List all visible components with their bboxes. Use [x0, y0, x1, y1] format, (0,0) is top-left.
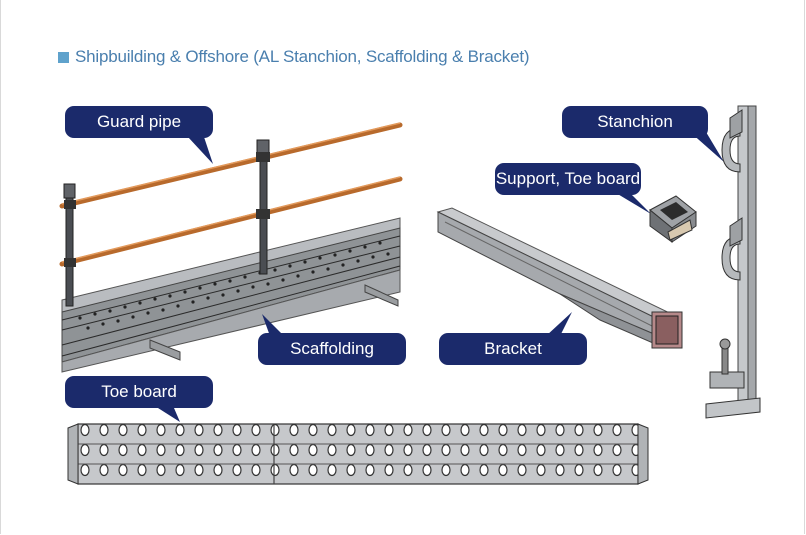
section-header: Shipbuilding & Offshore (AL Stanchion, S…	[58, 47, 530, 67]
toe-board-label: Toe board	[65, 376, 213, 408]
square-bullet-icon	[58, 51, 69, 63]
bracket-label: Bracket	[439, 333, 587, 365]
stanchion-image	[705, 105, 761, 419]
bracket-image	[436, 207, 683, 349]
support-toe-board-label: Support, Toe board	[495, 163, 641, 195]
scaffolding-assembly-image	[59, 122, 403, 373]
stanchion-label: Stanchion	[562, 106, 708, 138]
guard-pipe-label: Guard pipe	[65, 106, 213, 138]
support-toe-board-image	[649, 195, 697, 243]
toe-board-image	[67, 423, 649, 485]
section-title: Shipbuilding & Offshore (AL Stanchion, S…	[75, 47, 530, 66]
scaffolding-label: Scaffolding	[258, 333, 406, 365]
